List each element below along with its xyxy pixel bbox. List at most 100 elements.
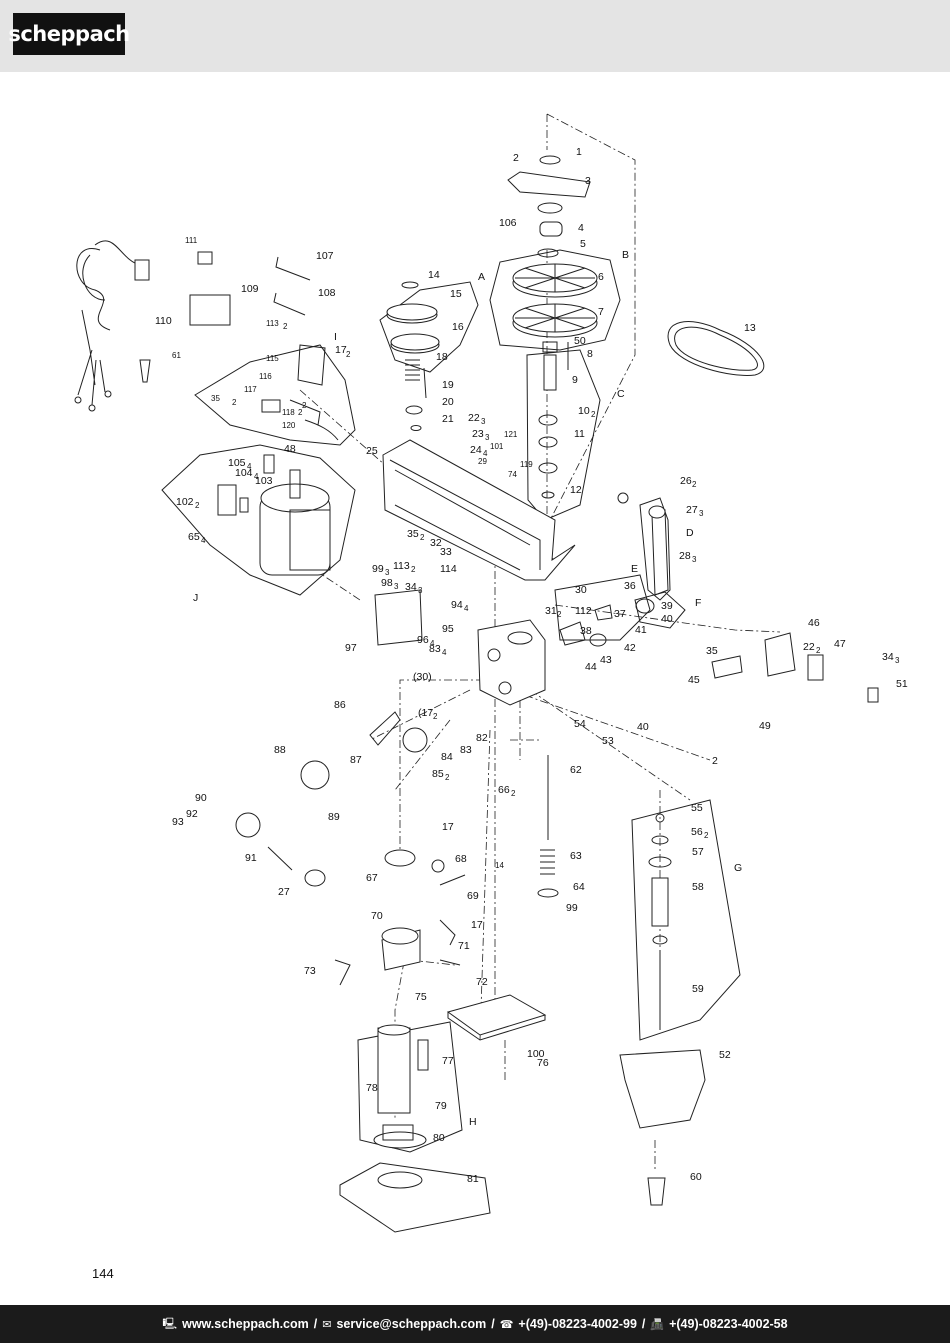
exploded-parts-diagram: 1 2 3 106 4 5 6 7 8 50 9 10 11 12 13 14 … xyxy=(74,113,908,1233)
footer-website[interactable]: www.scheppach.com xyxy=(182,1317,309,1331)
callout-92: 92 xyxy=(186,808,198,820)
callout-81: 81 xyxy=(467,1173,479,1185)
callout-45: 45 xyxy=(688,674,700,686)
callout-110: 110 xyxy=(155,315,172,327)
callout-104: 104 xyxy=(235,467,253,479)
callout-63: 63 xyxy=(570,850,582,862)
callout-112: 112 xyxy=(575,605,592,617)
callout-17-d: (17 xyxy=(418,707,433,719)
callout-25: 25 xyxy=(366,445,378,457)
header-band: scheppach xyxy=(0,0,950,72)
group-label-h: H xyxy=(469,1116,477,1128)
callout-77: 77 xyxy=(442,1055,454,1067)
callout-46: 46 xyxy=(808,617,820,629)
callout-80: 80 xyxy=(433,1132,445,1144)
subscript-23: 3 xyxy=(485,433,490,442)
callout-60: 60 xyxy=(690,1171,702,1183)
callout-17-c: 17 xyxy=(471,919,483,931)
subscript-113: 2 xyxy=(411,565,416,574)
subscript-96: 4 xyxy=(430,639,435,648)
callout-103: 103 xyxy=(255,475,273,487)
subscript-22-b: 2 xyxy=(816,646,821,655)
callout-19: 19 xyxy=(442,379,454,391)
callout-26: 26 xyxy=(680,475,692,487)
callout-22-b: 22 xyxy=(803,641,815,653)
callout-34-b: 34 xyxy=(882,651,894,663)
callout-91: 91 xyxy=(245,852,257,864)
subscript-24: 4 xyxy=(483,449,488,458)
callout-50: 50 xyxy=(574,335,586,347)
callout-48: 48 xyxy=(284,443,296,455)
group-label-f: F xyxy=(695,597,701,609)
callout-64: 64 xyxy=(573,881,585,893)
callout-15: 15 xyxy=(450,288,462,300)
callout-28: 28 xyxy=(679,550,691,562)
callout-31: 31 xyxy=(545,605,557,617)
callout-27-top: 27 xyxy=(686,504,698,516)
callout-89: 89 xyxy=(328,811,340,823)
callout-9: 9 xyxy=(572,374,578,386)
callout-72: 72 xyxy=(476,976,488,988)
footer-fax: +(49)-08223-4002-58 xyxy=(669,1317,788,1331)
callout-76: 76 xyxy=(537,1057,549,1069)
callout-21: 21 xyxy=(442,413,454,425)
page-number: 144 xyxy=(92,1266,114,1281)
callout-52: 52 xyxy=(719,1049,731,1061)
subscript-35: 2 xyxy=(420,533,425,542)
callout-17-b: 17 xyxy=(442,821,454,833)
footer-separator: / xyxy=(313,1317,318,1331)
subscript-31: 2 xyxy=(557,610,562,619)
callout-51: 51 xyxy=(896,678,908,690)
callout-13: 13 xyxy=(744,322,756,334)
callout-44: 44 xyxy=(585,661,597,673)
callout-107: 107 xyxy=(316,250,334,262)
footer-phone: +(49)-08223-4002-99 xyxy=(518,1317,637,1331)
subscript-85: 2 xyxy=(445,773,450,782)
subscript-22: 3 xyxy=(481,417,486,426)
callout-79: 79 xyxy=(435,1100,447,1112)
callout-105: 105 xyxy=(228,457,246,469)
group-label-j: J xyxy=(193,592,198,604)
subscript-34-a: 3 xyxy=(418,586,423,595)
footer-bar: 🖳 www.scheppach.com / ✉ service@scheppac… xyxy=(0,1305,950,1343)
callout-30-paren: (30) xyxy=(413,671,432,683)
fax-icon: 📠 xyxy=(650,1318,665,1331)
callout-88: 88 xyxy=(274,744,286,756)
group-i-outline xyxy=(194,344,356,446)
group-a-outline xyxy=(379,281,479,373)
group-c-outline xyxy=(526,349,601,521)
callout-2-b: 2 xyxy=(712,755,718,767)
brand-logo: scheppach xyxy=(8,13,130,55)
callout-40-a: 40 xyxy=(661,613,673,625)
subscript-17: 2 xyxy=(346,350,351,359)
group-label-c: C xyxy=(617,388,625,400)
footer-email[interactable]: service@scheppach.com xyxy=(336,1317,487,1331)
group-d-outline xyxy=(639,497,671,601)
subscript-34-b: 3 xyxy=(895,656,900,665)
subscript-17-d: 2 xyxy=(433,712,438,721)
callout-7: 7 xyxy=(598,306,604,318)
group-label-i: I xyxy=(334,331,337,343)
callout-68: 68 xyxy=(455,853,467,865)
group-e-outline xyxy=(554,574,651,641)
callout-83-a: 83 xyxy=(460,744,472,756)
subscript-66: 2 xyxy=(511,789,516,798)
callout-2-d: 2 xyxy=(298,408,303,417)
telephone-icon: ☎ xyxy=(499,1318,514,1331)
callout-69: 69 xyxy=(467,890,479,902)
callout-90: 90 xyxy=(195,792,207,804)
subscript-10: 2 xyxy=(591,410,596,419)
group-f-outline xyxy=(634,591,686,629)
group-label-b: B xyxy=(622,249,629,261)
base-81 xyxy=(339,1162,491,1233)
callout-87: 87 xyxy=(350,754,362,766)
callout-95: 95 xyxy=(442,623,454,635)
callout-61: 61 xyxy=(172,351,181,360)
callout-27-b: 27 xyxy=(278,886,290,898)
callout-115: 115 xyxy=(266,354,279,363)
callout-74: 74 xyxy=(508,470,517,479)
group-label-d: D xyxy=(686,527,694,539)
callout-57: 57 xyxy=(692,846,704,858)
callout-4: 4 xyxy=(578,222,584,234)
callout-1: 1 xyxy=(576,146,582,158)
